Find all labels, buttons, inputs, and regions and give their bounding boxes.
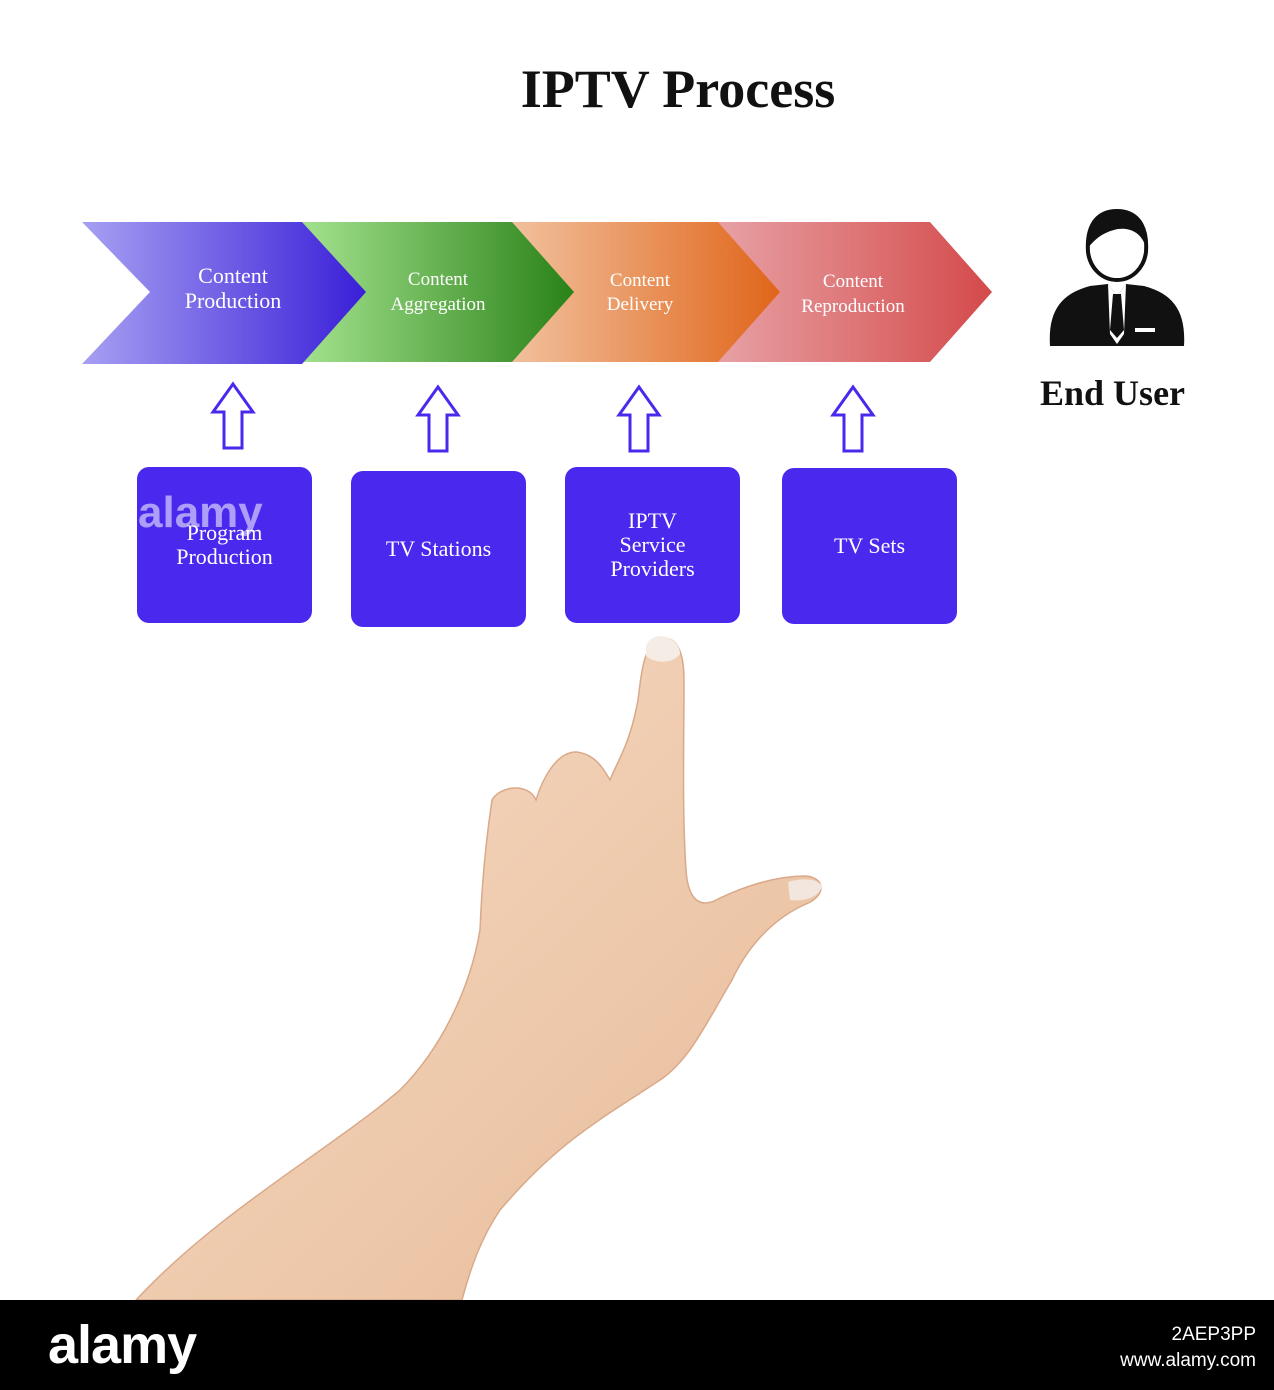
site-url: www.alamy.com — [1120, 1350, 1256, 1371]
stage-4-line2: Reproduction — [801, 296, 905, 317]
chevron-stage-2 — [292, 222, 574, 362]
up-arrows — [210, 381, 876, 453]
watermark-text: alamy — [138, 488, 263, 537]
chevron-stage-1 — [82, 222, 366, 364]
page-title: IPTV Process — [520, 59, 836, 119]
up-arrow-icon — [616, 384, 662, 453]
chevron-stage-4 — [708, 222, 992, 362]
end-user-label: End User — [1040, 373, 1186, 413]
footer-info: 2AEP3PP www.alamy.com — [1120, 1322, 1256, 1374]
box-tv-sets: TV Sets — [782, 468, 957, 624]
stage-1-line2: Production — [185, 288, 282, 313]
stage-4-line1: Content — [823, 271, 884, 292]
stage-1-line1: Content — [198, 263, 268, 288]
box-iptv-service-providers: IPTV Service Providers — [565, 467, 740, 623]
image-id: 2AEP3PP — [1171, 1324, 1257, 1345]
pointing-hand-image — [134, 636, 822, 1300]
box-tv-stations: TV Stations — [351, 471, 526, 627]
footer-logo: alamy — [48, 1315, 197, 1375]
footer-bar: alamy 2AEP3PP www.alamy.com — [0, 1300, 1274, 1390]
up-arrow-icon — [210, 381, 256, 450]
stage-2-line2: Aggregation — [391, 294, 486, 315]
box-program-production: Program Production — [137, 467, 312, 623]
up-arrow-icon — [830, 384, 876, 453]
process-diagram: Content Production Content Aggregation C… — [82, 208, 1185, 1300]
businessman-icon — [1049, 208, 1185, 346]
stage-3-line2: Delivery — [607, 294, 674, 315]
stage-3-line1: Content — [610, 270, 671, 291]
chevron-stage-3 — [502, 222, 780, 362]
stage-2-line1: Content — [408, 269, 469, 290]
up-arrow-icon — [415, 384, 461, 453]
